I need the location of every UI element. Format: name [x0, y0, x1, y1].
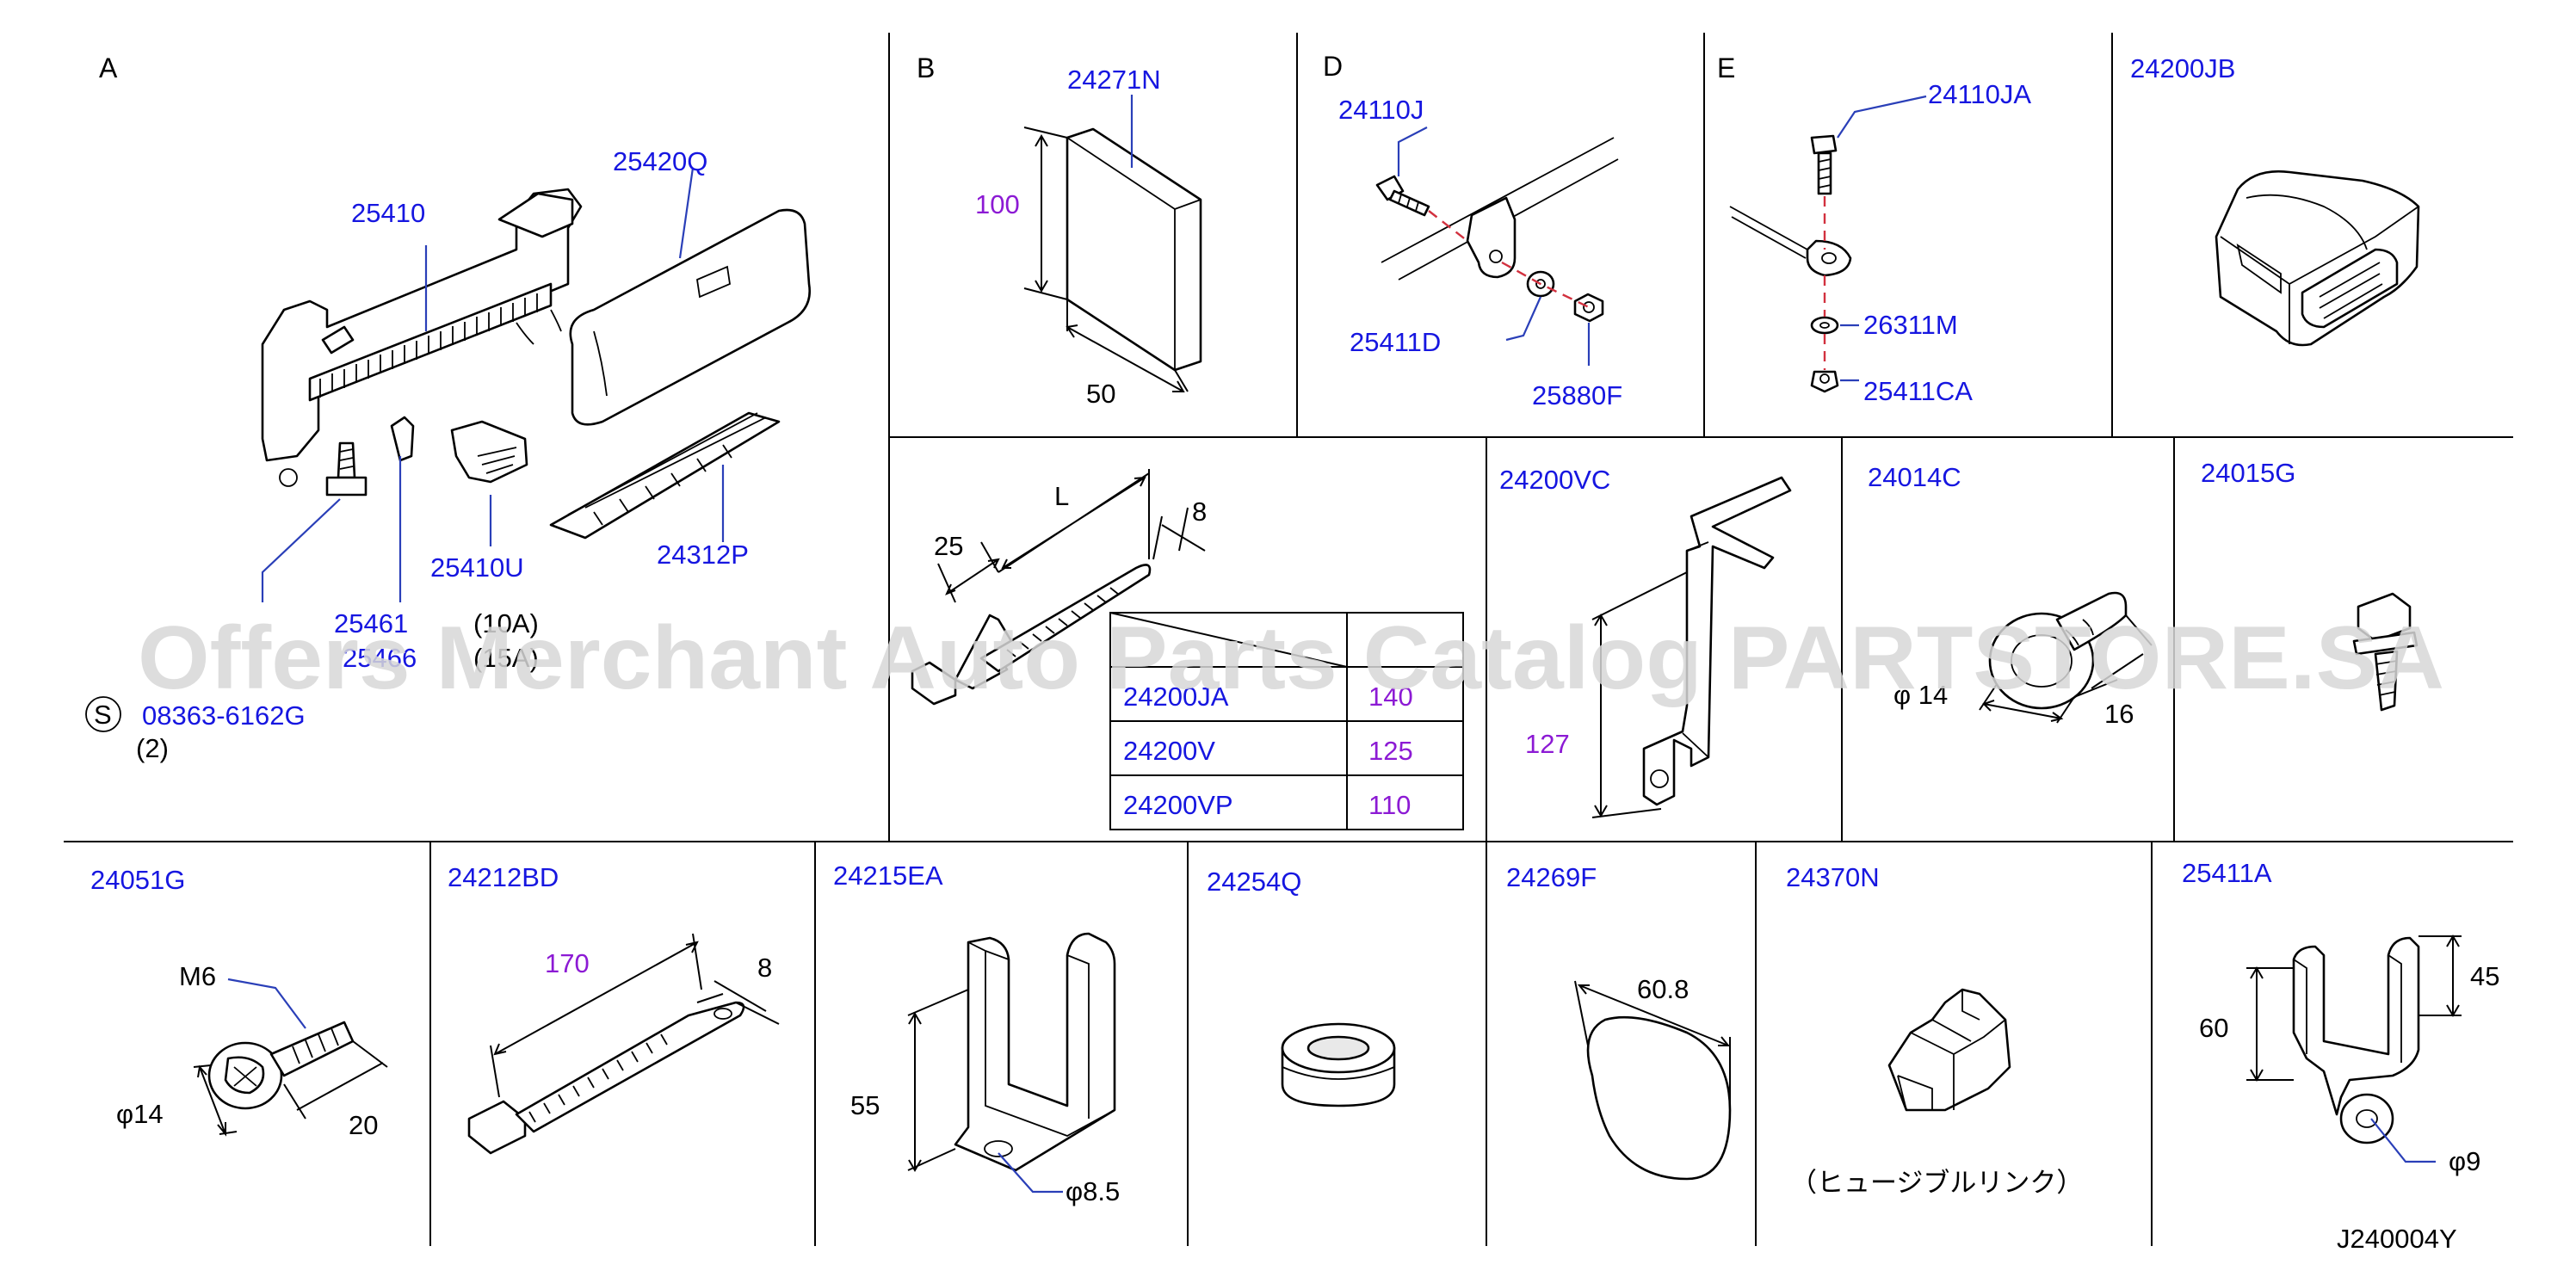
section-a: A [85, 52, 812, 763]
dim-phi8-5: φ8.5 [1066, 1176, 1120, 1206]
part-label-25410u: 25410U [430, 552, 524, 583]
section-e: E 24110JA 26311M 25411CA [1717, 52, 2031, 406]
section-24014c: 24014C φ 14 16 [1868, 462, 2153, 729]
service-symbol-circle [85, 696, 121, 732]
table-len-125: 125 [1368, 736, 1413, 766]
dim-45: 45 [2470, 961, 2499, 991]
part-label-24110j: 24110J [1338, 95, 1424, 125]
section-tie-clip: L 25 8 24200JA 140 24200V 125 24200VP 11… [911, 469, 1464, 830]
service-symbol: S [94, 700, 112, 730]
part-label-25420q: 25420Q [613, 146, 707, 176]
fuse-puller-drawing [450, 420, 528, 484]
dim-60-8: 60.8 [1637, 974, 1689, 1004]
dim-phi14-c: φ 14 [1893, 680, 1948, 710]
part-label-24254q: 24254Q [1207, 867, 1301, 897]
label-sheet-drawing [549, 411, 781, 540]
figure-id: J240004Y [2337, 1224, 2457, 1254]
part-label-25411ca: 25411CA [1863, 376, 1973, 406]
table-part-24200vp: 24200VP [1123, 790, 1233, 820]
section-24269f: 24269F 60.8 [1506, 862, 1732, 1181]
section-a-letter: A [99, 52, 118, 83]
part-label-24212bd: 24212BD [448, 862, 559, 892]
part-label-24015g: 24015G [2201, 458, 2295, 488]
fuse-cover-drawing [569, 208, 812, 426]
part-label-25880f: 25880F [1532, 380, 1622, 410]
section-24370n: 24370N （ヒュージブルリンク） [1786, 862, 2083, 1198]
dim-20: 20 [349, 1110, 378, 1140]
length-table [1109, 612, 1464, 830]
qty-15a: (15A) [473, 643, 539, 673]
section-24015g: 24015G [2201, 458, 2418, 712]
dim-phi9: φ9 [2449, 1146, 2480, 1176]
dim-8-bd: 8 [757, 953, 772, 983]
screw-25461-drawing [325, 441, 368, 497]
part-label-25461: 25461 [334, 608, 408, 638]
part-label-26311m: 26311M [1863, 310, 1958, 340]
part-label-24110ja: 24110JA [1928, 79, 2031, 109]
thread-m6: M6 [179, 961, 216, 991]
part-label-25411a: 25411A [2182, 858, 2272, 888]
section-b: B 24271N 100 50 [917, 52, 1202, 409]
part-label-25466: 25466 [343, 643, 417, 673]
fuse-block-drawing [261, 188, 583, 487]
table-part-24200ja: 24200JA [1123, 682, 1229, 712]
dim-127: 127 [1525, 729, 1570, 759]
qty-10a: (10A) [473, 608, 539, 638]
part-label-24014c: 24014C [1868, 462, 1961, 492]
table-part-24200v: 24200V [1123, 736, 1215, 766]
dim-170: 170 [545, 948, 590, 978]
section-24212bd: 24212BD 170 8 [448, 862, 780, 1155]
table-len-110: 110 [1368, 790, 1411, 820]
section-25411a: 25411A 60 45 φ9 [2182, 858, 2499, 1176]
dim-25: 25 [934, 531, 963, 561]
dim-60: 60 [2199, 1013, 2228, 1043]
dim-55: 55 [850, 1090, 880, 1120]
qty-2: (2) [136, 733, 169, 763]
table-len-140: 140 [1368, 682, 1413, 712]
part-label-24215ea: 24215EA [833, 861, 943, 891]
dim-50: 50 [1086, 379, 1115, 409]
section-24254q: 24254Q [1207, 867, 1396, 1107]
section-24215ea: 24215EA 55 φ8.5 [833, 861, 1120, 1206]
part-label-24200jb: 24200JB [2130, 53, 2235, 83]
part-label-25411d: 25411D [1350, 327, 1441, 357]
dim-100: 100 [975, 189, 1020, 219]
section-24051g: 24051G M6 φ14 20 [90, 865, 388, 1140]
section-24200jb: 24200JB [2130, 53, 2420, 347]
dim-16: 16 [2104, 699, 2134, 729]
section-24200vc: 24200VC 127 [1499, 465, 1792, 818]
section-b-letter: B [917, 52, 935, 83]
dim-l: L [1054, 481, 1069, 511]
fusible-link-note: （ヒュージブルリンク） [1790, 1168, 2083, 1198]
section-d-letter: D [1323, 51, 1343, 82]
part-label-24271n: 24271N [1067, 65, 1161, 95]
section-d: D 24110J 25411D 25880F [1323, 51, 1622, 410]
clip-25466-drawing [390, 416, 415, 462]
dim-8-clip: 8 [1192, 497, 1207, 527]
part-label-24269f: 24269F [1506, 862, 1597, 892]
part-label-24370n: 24370N [1786, 862, 1880, 892]
dim-phi14-g: φ14 [116, 1099, 164, 1129]
grid-lines [64, 33, 2513, 1246]
part-label-24200vc: 24200VC [1499, 465, 1610, 495]
part-label-24312p: 24312P [657, 540, 749, 570]
part-label-08363-6162g: 08363-6162G [142, 700, 306, 731]
part-label-24051g: 24051G [90, 865, 185, 895]
section-e-letter: E [1717, 52, 1735, 83]
part-label-25410: 25410 [351, 198, 425, 228]
watermark-text: Offers Merchant Auto Parts Catalog PARTS… [138, 608, 2444, 708]
